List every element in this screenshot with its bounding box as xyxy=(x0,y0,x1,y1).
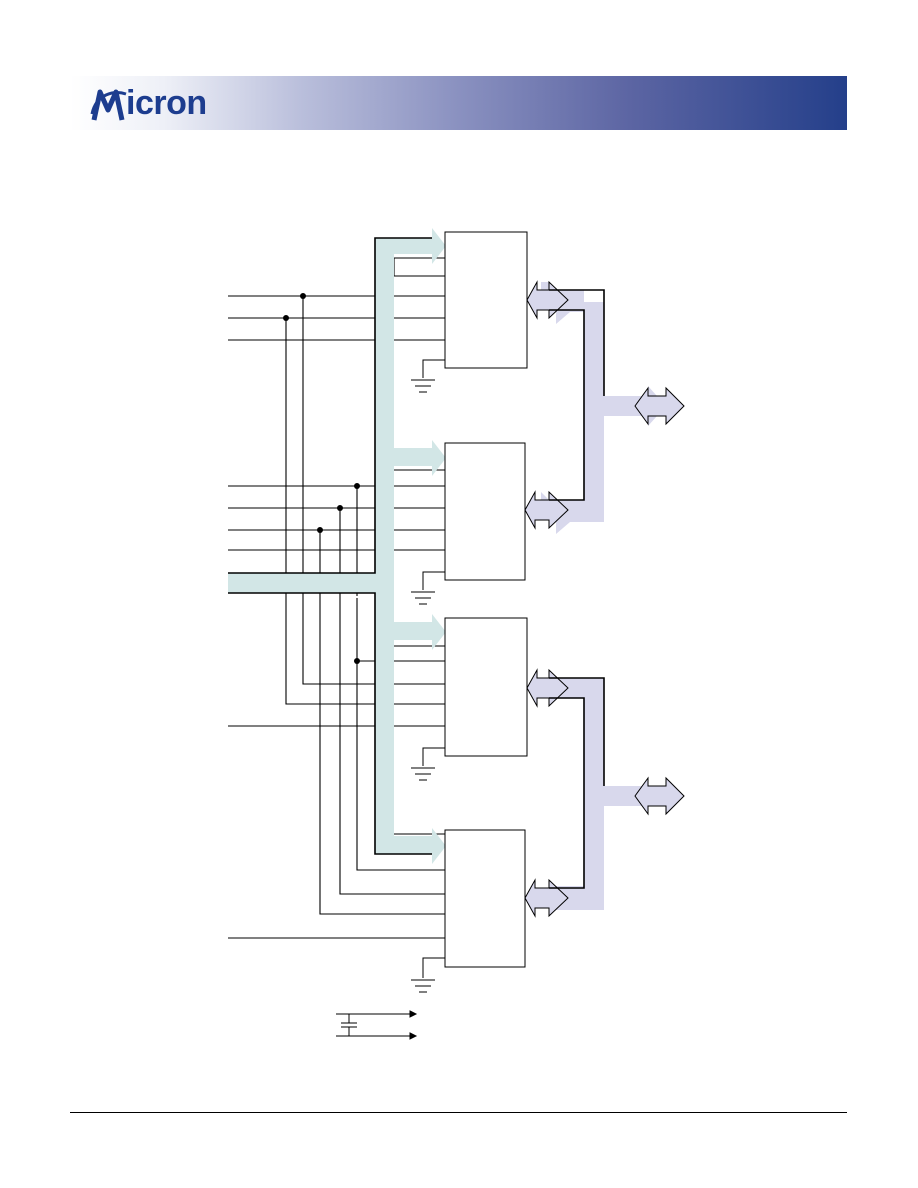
footer-rule xyxy=(70,1112,847,1113)
memory-chip xyxy=(444,617,528,757)
data-bus-lower xyxy=(524,668,685,918)
ground-icon xyxy=(411,571,445,605)
data-bus-upper xyxy=(524,280,685,534)
signal-line xyxy=(393,257,445,276)
signal-line xyxy=(356,598,445,871)
ground-icon xyxy=(411,957,445,993)
logo-wordmark: icron xyxy=(126,83,207,122)
header-banner: icron xyxy=(70,76,847,130)
micron-logo: icron xyxy=(88,80,207,126)
ground-icon xyxy=(411,747,445,781)
capacitor-icon xyxy=(336,1010,418,1040)
junction-dots xyxy=(283,293,360,664)
memory-chip xyxy=(444,442,526,581)
memory-chip xyxy=(444,231,528,369)
memory-chip xyxy=(444,829,526,968)
micron-swoosh-icon xyxy=(90,89,127,121)
signal-line xyxy=(339,508,445,895)
ground-icon xyxy=(411,359,445,393)
address-bus xyxy=(228,228,446,864)
signal-line xyxy=(302,296,445,685)
signal-line xyxy=(319,530,445,915)
